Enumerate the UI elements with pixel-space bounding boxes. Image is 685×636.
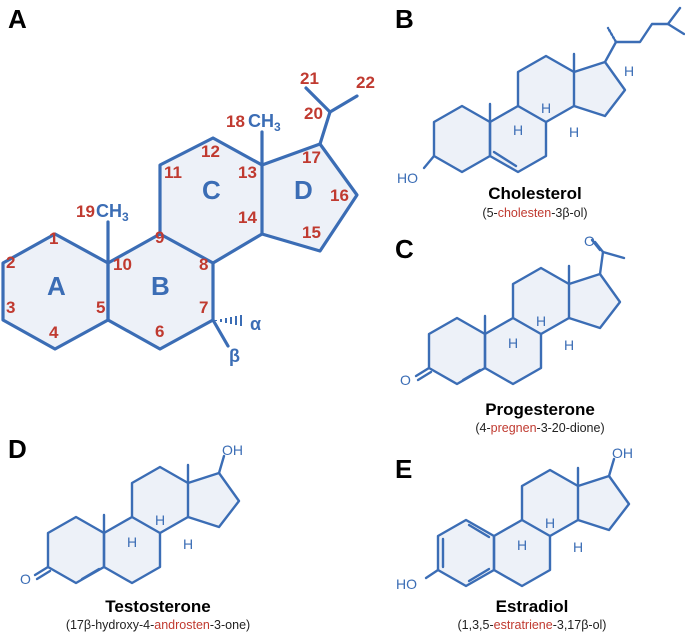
estradiol-h-8: H	[545, 515, 555, 531]
panel-label-c: C	[395, 234, 414, 264]
testosterone-iupac: (17β-hydroxy-4-androsten-3-one)	[66, 618, 250, 632]
testosterone-h-14: H	[183, 536, 193, 552]
structure-e-estradiol: HO OH H H H	[396, 445, 633, 592]
c19-methyl-label: CH3	[96, 201, 129, 224]
cholesterol-ho-label: HO	[397, 170, 418, 186]
estradiol-h-14: H	[573, 539, 583, 555]
estradiol-iupac: (1,3,5-estratriene-3,17β-ol)	[458, 618, 607, 632]
cholesterol-h-8: H	[541, 100, 551, 116]
ring-label-b: B	[151, 271, 170, 301]
structure-d-testosterone: O OH H H H	[20, 442, 243, 587]
testosterone-h-9: H	[127, 534, 137, 550]
carbon-number-2: 2	[6, 253, 15, 272]
carbon-number-3: 3	[6, 298, 15, 317]
carbon-number-7: 7	[199, 298, 208, 317]
beta-label: β	[229, 346, 240, 366]
estradiol-name: Estradiol	[496, 597, 569, 616]
estradiol-h-9: H	[517, 537, 527, 553]
carbon-number-15: 15	[302, 223, 321, 242]
progesterone-ring-d	[569, 274, 620, 328]
ring-label-c: C	[202, 175, 221, 205]
carbon-number-5: 5	[96, 298, 105, 317]
progesterone-ring-b	[485, 318, 541, 384]
ring-c-fill	[160, 138, 262, 263]
ring-d-fill	[262, 144, 357, 251]
cholesterol-h-14: H	[569, 124, 579, 140]
testosterone-h-8: H	[155, 512, 165, 528]
cholesterol-ring-a	[434, 106, 490, 172]
cholesterol-ring-c	[518, 56, 574, 122]
carbon-number-4: 4	[49, 323, 59, 342]
panel-label-a: A	[8, 4, 27, 34]
cholesterol-h-9: H	[513, 122, 523, 138]
structure-b-cholesterol: HO H H H H	[397, 6, 685, 186]
c20-c22-bond	[328, 94, 359, 114]
testosterone-oh-17: OH	[222, 442, 243, 458]
carbon-number-11: 11	[164, 163, 182, 182]
carbon-number-13: 13	[238, 163, 257, 182]
progesterone-iupac: (4-pregnen-3-20-dione)	[475, 421, 604, 435]
c17-c20-bond	[318, 110, 332, 146]
progesterone-ring-a	[429, 318, 485, 384]
cholesterol-ring-d	[574, 62, 625, 116]
progesterone-h-14: H	[564, 337, 574, 353]
progesterone-o-20: O	[584, 233, 595, 249]
testosterone-o-3: O	[20, 571, 31, 587]
beta-bond	[211, 318, 230, 348]
testosterone-ring-d	[188, 473, 239, 527]
progesterone-ring-c	[513, 268, 569, 334]
progesterone-o-3: O	[400, 372, 411, 388]
estradiol-oh-17: OH	[612, 445, 633, 461]
carbon-number-21: 21	[300, 69, 319, 88]
cholesterol-ring-b	[490, 106, 546, 172]
panel-label-e: E	[395, 454, 412, 484]
structure-a-steroid-nucleus: A B C D 1 2 3 4 5 6 7 8 9 10 11 12 13 14…	[1, 69, 375, 366]
carbon-number-17: 17	[302, 148, 321, 167]
panel-label-d: D	[8, 434, 27, 464]
testosterone-ring-b	[104, 517, 160, 583]
carbon-number-14: 14	[238, 208, 257, 227]
testosterone-ring-c	[132, 467, 188, 533]
carbon-number-9: 9	[155, 228, 164, 247]
ring-label-d: D	[294, 175, 313, 205]
ring-label-a: A	[47, 271, 66, 301]
c18-methyl-label: CH3	[248, 111, 281, 134]
carbon-number-20: 20	[304, 104, 323, 123]
cholesterol-name: Cholesterol	[488, 184, 582, 203]
testosterone-name: Testosterone	[105, 597, 211, 616]
ring-c-bonds	[158, 136, 264, 265]
carbon-number-16: 16	[330, 186, 349, 205]
alpha-hashed-bond	[215, 315, 242, 326]
carbon-number-6: 6	[155, 322, 164, 341]
estradiol-ring-c	[522, 470, 578, 536]
carbon-number-22: 22	[356, 73, 375, 92]
estradiol-ring-b	[494, 520, 550, 586]
c20-c21-bond	[304, 86, 332, 114]
estradiol-ring-d	[578, 476, 629, 530]
carbon-number-8: 8	[199, 255, 208, 274]
ring-d-bonds	[260, 142, 359, 253]
ring-b-fill	[108, 234, 213, 349]
carbon-number-19: 19	[76, 202, 95, 221]
estradiol-ring-a	[438, 520, 494, 586]
progesterone-h-8: H	[536, 313, 546, 329]
carbon-number-10: 10	[113, 255, 132, 274]
estradiol-ho-3: HO	[396, 576, 417, 592]
carbon-number-18: 18	[226, 112, 245, 131]
carbon-number-12: 12	[201, 142, 220, 161]
carbon-number-1: 1	[49, 229, 58, 248]
cholesterol-h-17: H	[624, 63, 634, 79]
testosterone-ring-a	[48, 517, 104, 583]
panel-label-b: B	[395, 4, 414, 34]
ring-a-fill	[3, 234, 108, 349]
progesterone-name: Progesterone	[485, 400, 595, 419]
alpha-label: α	[250, 314, 261, 334]
progesterone-h-9: H	[508, 335, 518, 351]
cholesterol-iupac: (5-cholesten-3β-ol)	[482, 206, 587, 220]
structure-c-progesterone: O O H H H	[400, 233, 626, 388]
